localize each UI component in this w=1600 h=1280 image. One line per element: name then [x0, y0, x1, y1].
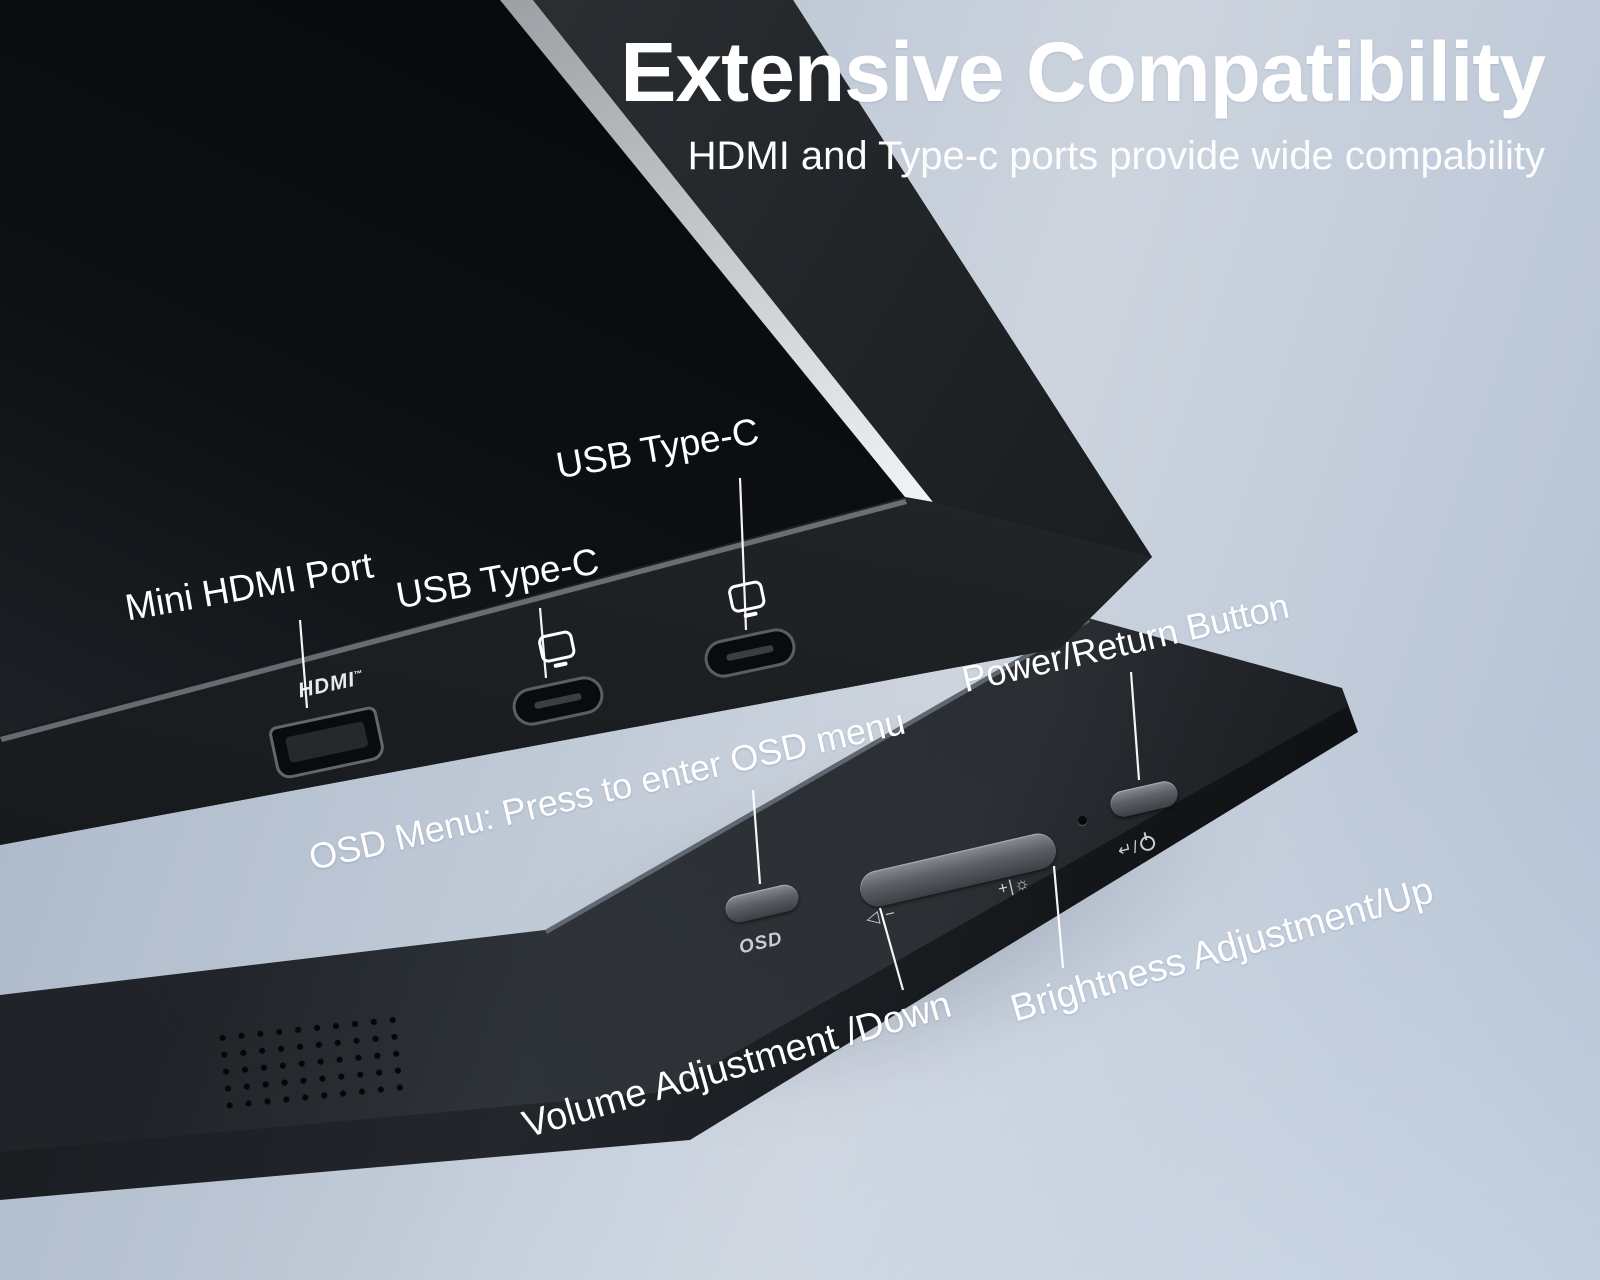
return-glyph: ↵/ — [1116, 837, 1141, 861]
hdmi-port-opening — [284, 720, 369, 764]
page-subtitle: HDMI and Type-c ports provide wide compa… — [687, 134, 1545, 179]
hdmi-trademark: ™ — [352, 667, 365, 680]
page-title: Extensive Compatibility — [620, 25, 1546, 119]
header: Extensive Compatibility HDMI and Type-c … — [620, 25, 1546, 179]
usb-c-tongue — [533, 692, 583, 710]
mic-hole — [1078, 816, 1087, 825]
power-icon — [1138, 834, 1157, 853]
usb-c-tongue — [725, 644, 775, 662]
